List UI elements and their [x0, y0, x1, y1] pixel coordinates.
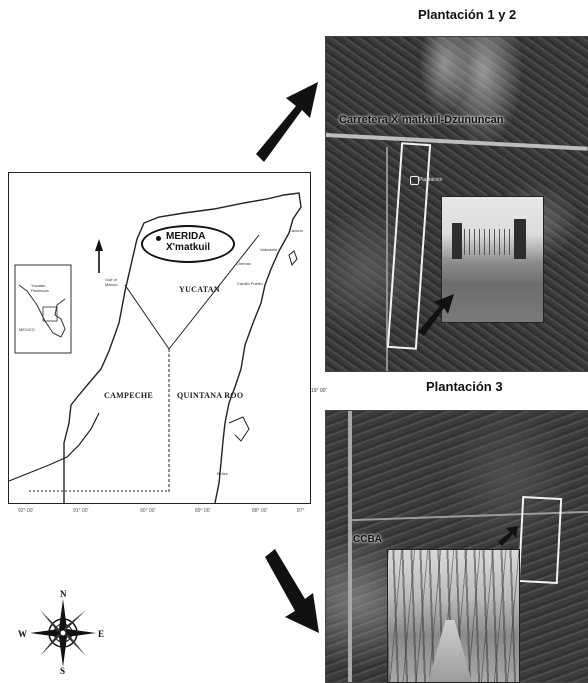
arrow-to-plot-3: [498, 526, 518, 546]
latitude-label: 19° 00': [311, 388, 327, 394]
gate-photo: [441, 196, 544, 323]
arrow-to-plantacion-3: [265, 549, 319, 633]
road-label: Carretera X´matkuil-Dzununcan: [339, 114, 504, 126]
merida-location-dot: [156, 236, 161, 241]
label-valladolid: Valladolid: [260, 247, 278, 252]
longitude-labels: 92° 00' 91° 00' 90° 00' 89° 00' 88° 00' …: [8, 508, 309, 518]
location-map: Cancun Gulf of Mexico Chemax Valladolid …: [8, 172, 311, 504]
label-carrillo: Carrillo Puerto: [237, 281, 263, 286]
forest-path-photo: [387, 549, 520, 683]
label-campeche: CAMPECHE: [104, 391, 154, 400]
gate-post-right: [514, 219, 526, 259]
label-cancun: Cancun: [289, 228, 303, 233]
lon-label: 91° 00': [73, 508, 89, 514]
forest-path: [428, 620, 472, 682]
merida-label: MERIDA X'matkuil: [166, 231, 210, 253]
compass-e: E: [98, 629, 105, 639]
plot-outline-3: [517, 496, 563, 584]
lon-label: 89° 00': [195, 508, 211, 514]
compass-icon: [30, 599, 96, 667]
gate-bars: [464, 229, 512, 255]
label-quintana-roo: QUINTANA ROO: [177, 391, 244, 400]
gate-post-left: [452, 223, 462, 259]
peninsula-outline: [9, 192, 302, 503]
lon-label: 87°: [297, 508, 305, 514]
label-yucatan: YUCATAN: [179, 285, 220, 294]
xmatkuil-town: X'matkuil: [166, 242, 211, 253]
title-plantacion-3: Plantación 3: [426, 379, 503, 394]
merida-city: MERIDA: [166, 231, 206, 242]
compass-s: S: [60, 666, 66, 676]
label-gulf: Gulf of Mexico: [105, 277, 118, 287]
road-vertical: [348, 411, 352, 682]
ccba-label: CCBA: [353, 534, 382, 545]
compass-rose: N S W E: [18, 589, 105, 676]
lon-label: 92° 00': [18, 508, 34, 514]
compass-w: W: [18, 629, 27, 639]
label-chemax: Chemax: [236, 261, 251, 266]
merida-highlight-oval: [141, 225, 235, 263]
label-inset-yucatan: Yucatan Peninsula: [31, 283, 49, 293]
lon-label: 88° 00': [252, 508, 268, 514]
road-xmatkuil-dzununcan: [326, 133, 588, 151]
compass-n: N: [60, 589, 67, 599]
plantacion-marker-icon: [410, 176, 419, 185]
side-road: [386, 147, 388, 371]
label-belize: Belize: [217, 471, 228, 476]
lon-label: 90° 00': [140, 508, 156, 514]
label-inset-mexico: MEXICO: [19, 327, 35, 332]
arrow-to-plantacion-1-2: [256, 82, 318, 162]
arrow-to-gate-photo: [418, 294, 454, 336]
title-plantacion-1-2: Plantación 1 y 2: [418, 7, 517, 22]
plantacion-marker-label: Plantación: [419, 177, 443, 183]
